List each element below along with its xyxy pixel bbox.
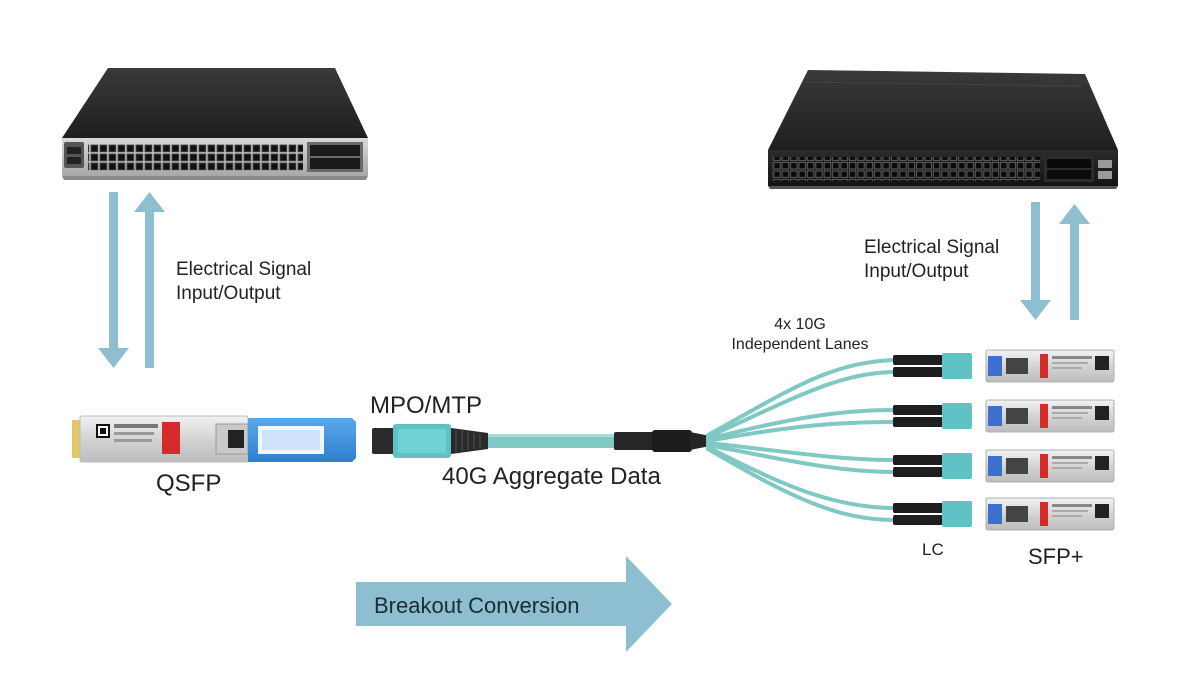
left-signal-arrows (98, 192, 165, 368)
left-switch (62, 68, 368, 180)
breakout-arrow (356, 556, 672, 652)
breakout-legs (706, 358, 897, 522)
left-signal-line1: Electrical Signal (176, 259, 312, 280)
qsfp-module (72, 415, 356, 463)
sfp-module-2 (985, 399, 1115, 433)
left-signal-label: Electrical Signal Input/Output (176, 258, 311, 306)
breakout-conversion-label: Breakout Conversion (374, 593, 580, 618)
lanes-line1: 4x 10G (774, 316, 826, 333)
right-signal-line1: Electrical Signal (864, 237, 1000, 258)
lanes-line2: Independent Lanes (731, 336, 869, 353)
lc-label: LC (922, 540, 944, 559)
aggregate-data-label: 40G Aggregate Data (442, 463, 661, 490)
trunk-cable (488, 430, 710, 452)
mpo-connector (372, 424, 488, 458)
lc-connector-2 (893, 403, 972, 429)
lc-connector-3 (893, 453, 972, 479)
right-signal-line2: Input/Output (864, 261, 969, 282)
lc-connector-4 (893, 501, 972, 527)
sfp-module-4 (985, 497, 1115, 531)
lc-connectors (893, 353, 972, 527)
qsfp-label: QSFP (156, 470, 222, 497)
mpo-mtp-label: MPO/MTP (370, 392, 482, 419)
right-signal-arrows (1020, 202, 1090, 320)
sfp-plus-label: SFP+ (1028, 544, 1084, 569)
right-signal-label: Electrical Signal Input/Output (864, 236, 999, 284)
right-switch (768, 70, 1118, 189)
lc-connector-1 (893, 353, 972, 379)
left-signal-line2: Input/Output (176, 283, 281, 304)
sfp-module-3 (985, 449, 1115, 483)
sfp-modules (985, 349, 1115, 531)
independent-lanes-label: 4x 10G Independent Lanes (712, 315, 888, 355)
sfp-module-1 (985, 349, 1115, 383)
